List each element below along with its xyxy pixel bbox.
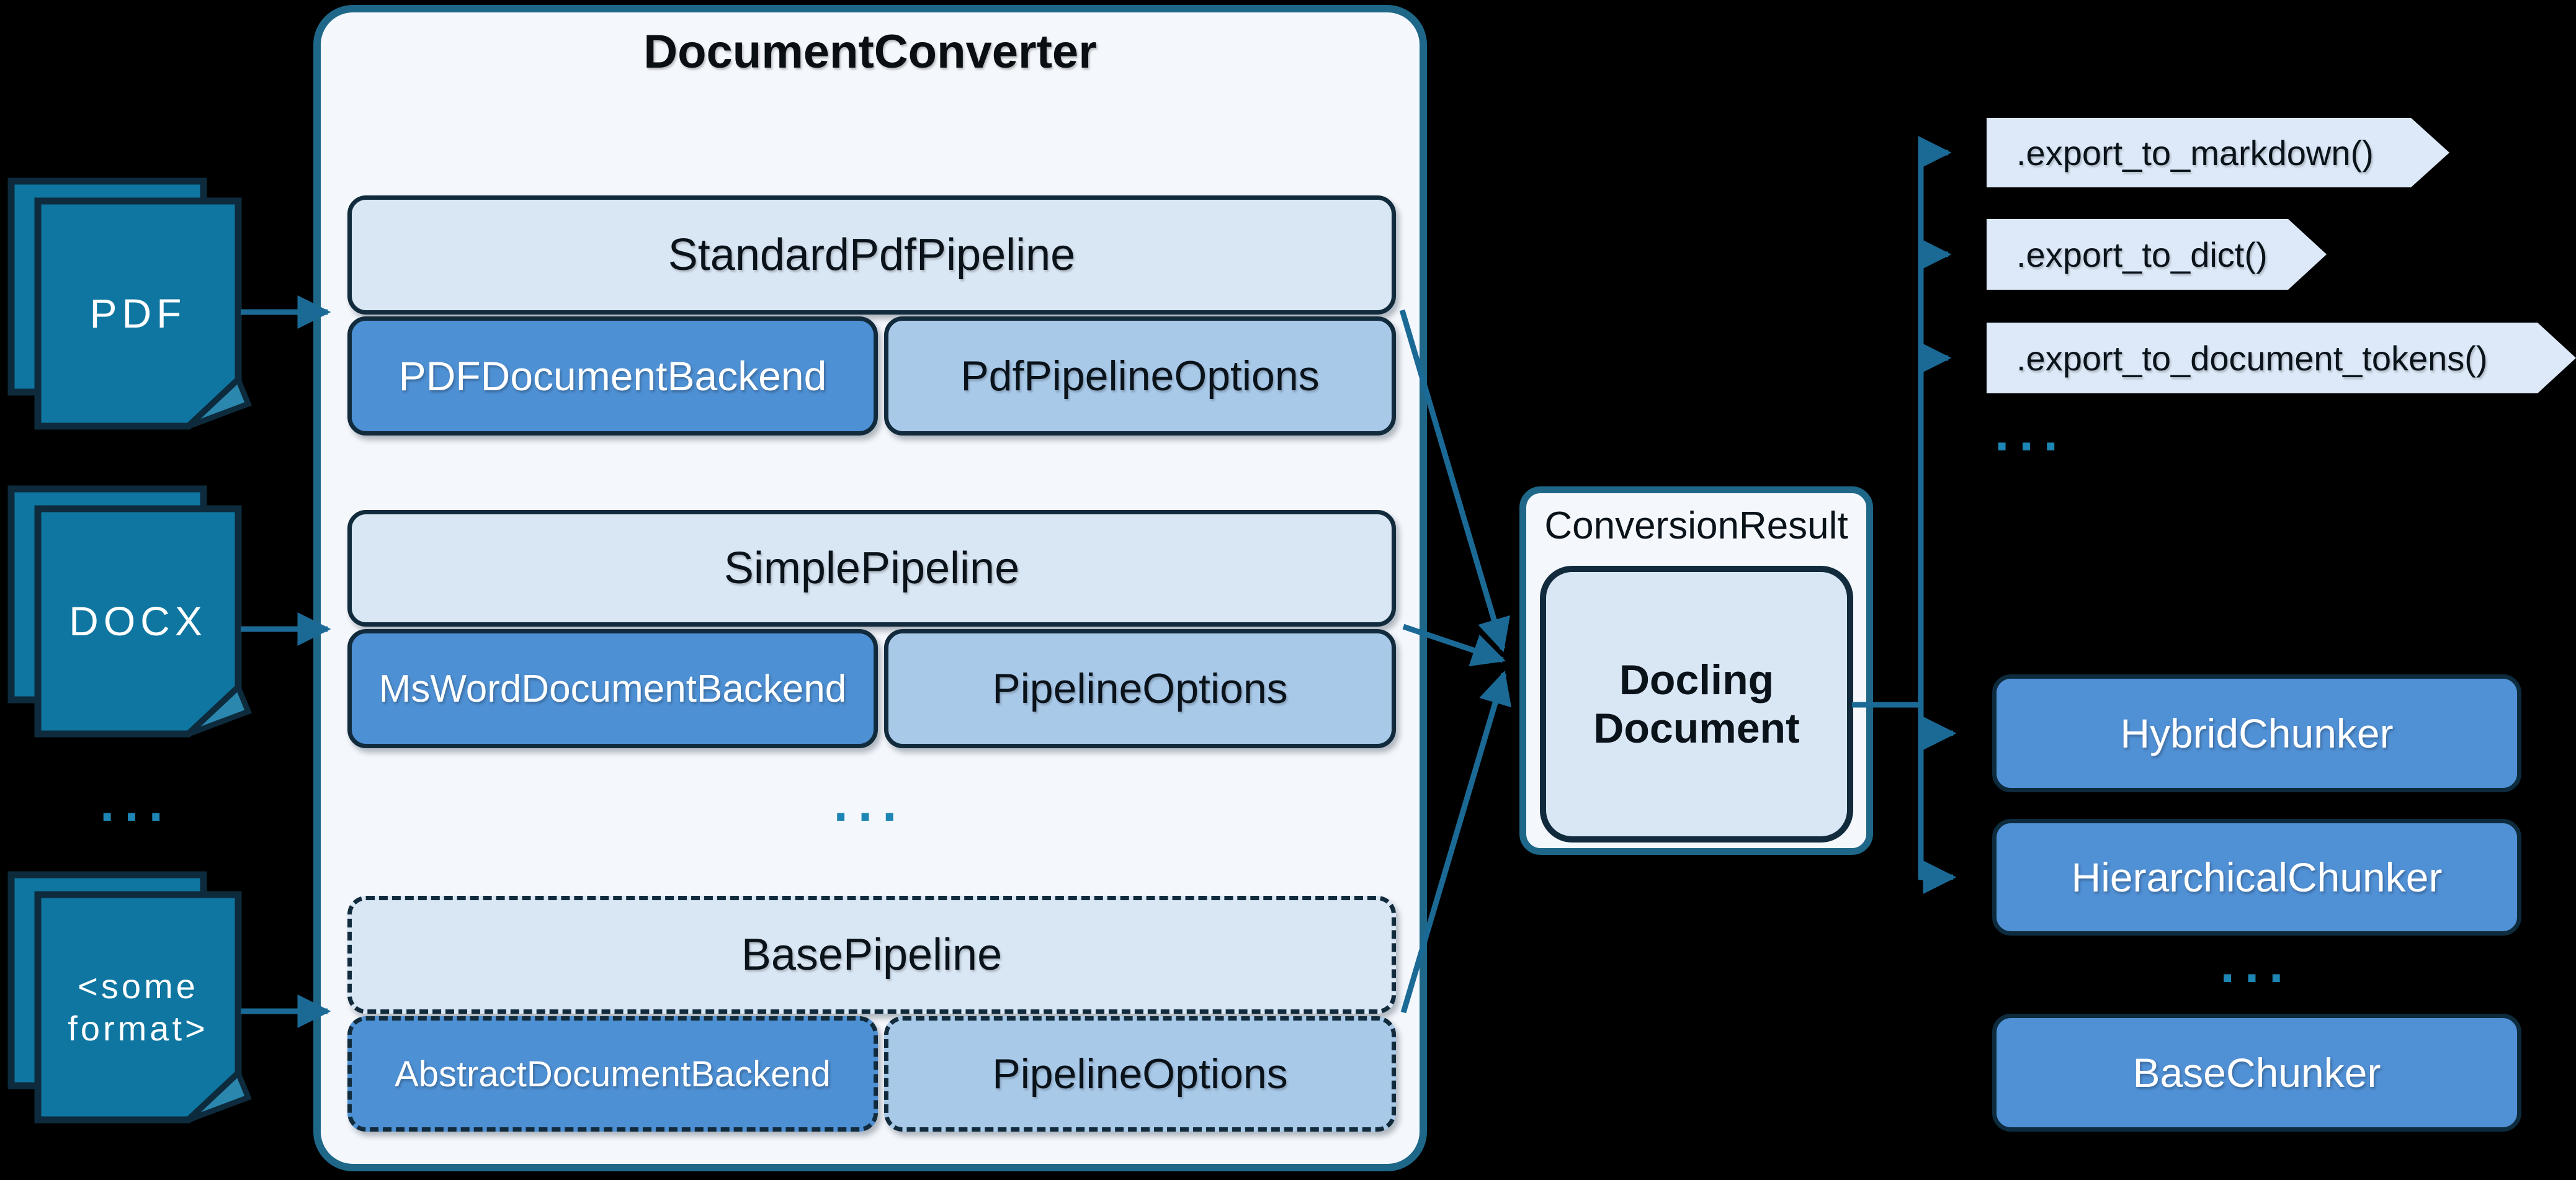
docling-document-line1: Docling — [1619, 656, 1774, 704]
pdf-pipeline-options-box: PdfPipelineOptions — [884, 316, 1396, 436]
export-to-dict-chevron: .export_to_dict() — [1987, 219, 2327, 290]
abstract-document-backend-box: AbstractDocumentBackend — [347, 1016, 878, 1132]
exports-ellipsis: ... — [1995, 403, 2068, 462]
pdf-pipeline-options-label: PdfPipelineOptions — [960, 352, 1320, 400]
msword-document-backend-label: MsWordDocumentBackend — [378, 667, 847, 710]
docling-document-line2: Document — [1593, 705, 1800, 752]
generic-document-icon: <some format> — [5, 869, 253, 1135]
pdf-label: PDF — [89, 290, 187, 336]
abstract-document-backend-label: AbstractDocumentBackend — [395, 1053, 831, 1094]
chunkers-ellipsis: ... — [2220, 935, 2294, 993]
export-to-document-tokens-chevron: .export_to_document_tokens() — [1987, 323, 2576, 393]
pipeline-options-box-1: PipelineOptions — [884, 629, 1396, 748]
conversion-result-label: ConversionResult — [1544, 504, 1848, 547]
document-converter-title: DocumentConverter — [643, 25, 1097, 78]
base-chunker-box: BaseChunker — [1992, 1014, 2521, 1132]
stacked-pages-icon — [7, 871, 252, 1124]
base-pipeline-box: BasePipeline — [347, 896, 1396, 1014]
export-to-document-tokens-label: .export_to_document_tokens() — [2016, 338, 2488, 378]
pipeline-options-box-2: PipelineOptions — [884, 1016, 1396, 1132]
pdf-document-backend-box: PDFDocumentBackend — [347, 316, 878, 436]
export-to-markdown-chevron: .export_to_markdown() — [1987, 118, 2449, 187]
some-format-label: <some format> — [38, 895, 238, 1120]
docx-label: DOCX — [69, 597, 207, 644]
base-chunker-label: BaseChunker — [2132, 1050, 2381, 1096]
simple-pipeline-box: SimplePipeline — [347, 510, 1396, 627]
docling-document-box: Docling Document — [1540, 566, 1853, 843]
pdf-document-backend-label: PDFDocumentBackend — [398, 353, 827, 399]
docx-document-icon: DOCX — [5, 483, 253, 749]
export-to-dict-label: .export_to_dict() — [2016, 235, 2268, 274]
hierarchical-chunker-box: HierarchicalChunker — [1992, 819, 2521, 936]
hybrid-chunker-box: HybridChunker — [1992, 674, 2521, 792]
simple-pipeline-label: SimplePipeline — [723, 543, 1020, 593]
stacked-pages-icon — [7, 485, 252, 738]
pipeline-options-label-2: PipelineOptions — [992, 1050, 1288, 1097]
some-format-line2: format> — [68, 1008, 208, 1048]
base-pipeline-label: BasePipeline — [741, 930, 1003, 980]
stacked-pages-icon — [7, 177, 252, 430]
export-to-markdown-label: .export_to_markdown() — [2016, 133, 2374, 172]
pipeline-options-label-1: PipelineOptions — [992, 665, 1288, 712]
inputs-ellipsis: ... — [99, 774, 173, 832]
pdf-document-icon: PDF — [5, 175, 253, 442]
msword-document-backend-box: MsWordDocumentBackend — [347, 629, 878, 748]
hierarchical-chunker-label: HierarchicalChunker — [2071, 854, 2443, 900]
standard-pdf-pipeline-box: StandardPdfPipeline — [347, 195, 1396, 315]
converter-ellipsis: ... — [833, 774, 907, 832]
hybrid-chunker-label: HybridChunker — [2120, 710, 2394, 756]
standard-pdf-pipeline-label: StandardPdfPipeline — [668, 230, 1076, 280]
some-format-line1: <some — [78, 967, 199, 1006]
